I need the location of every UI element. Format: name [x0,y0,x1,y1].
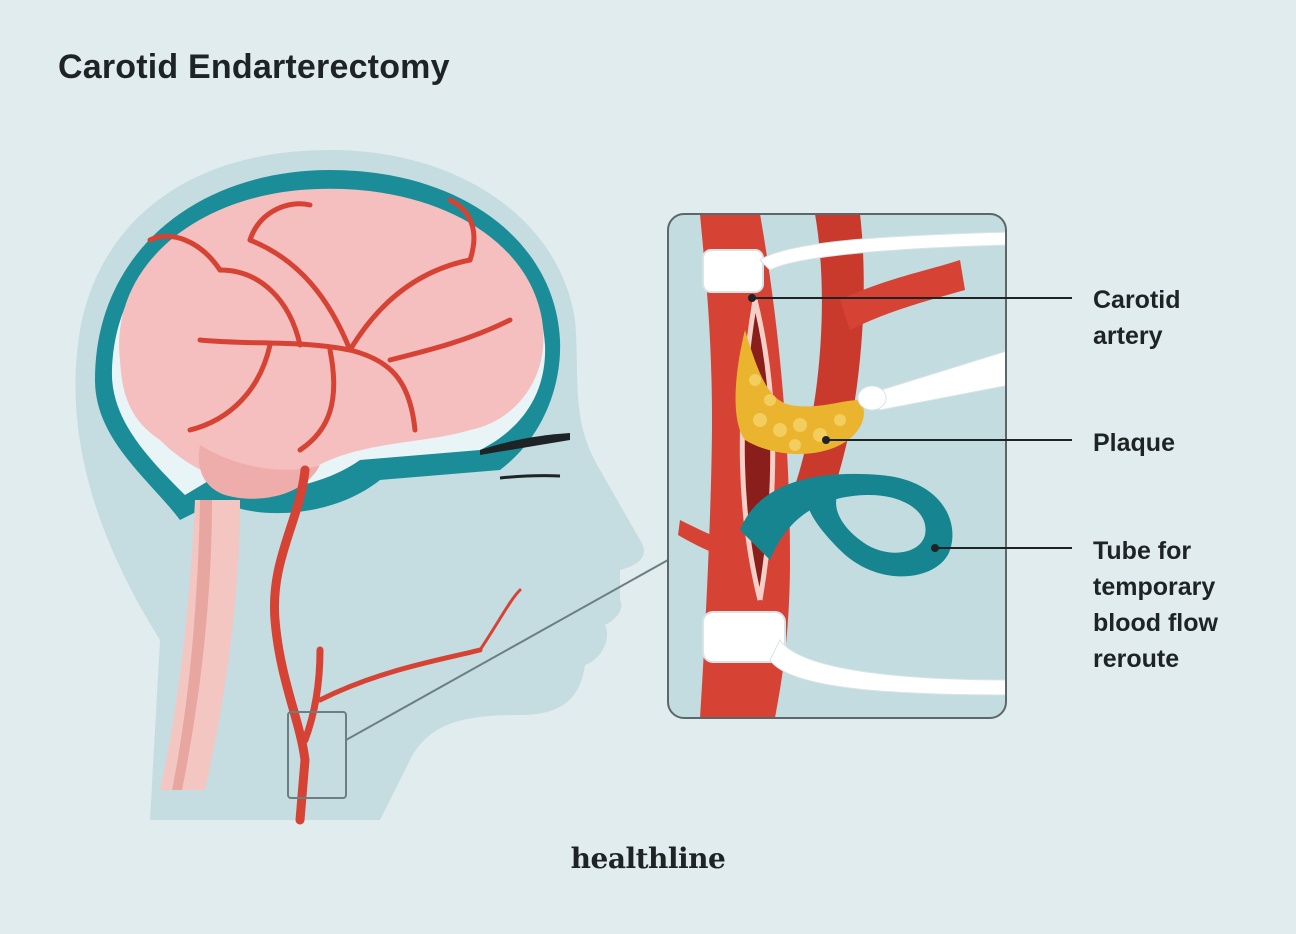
leader-dot-plaque [822,436,830,444]
leader-dot-tube [931,544,939,552]
brain-arteries [147,197,513,453]
cerebellum [198,445,320,499]
inset-tube [740,473,953,577]
inset-plaque [735,330,864,455]
brain [119,188,544,485]
label-carotid-artery: Carotid artery [1093,286,1181,350]
top-clamp [702,249,764,293]
healthline-logo: healthline [570,842,726,875]
leader-dot-artery [748,294,756,302]
label-plaque: Plaque [1093,429,1175,457]
diagram-title: Carotid Endarterectomy [58,48,450,86]
label-tube: Tube for temporary blood flow reroute [1093,537,1218,673]
neck-carotid [269,465,310,825]
inset-panel [668,214,1006,718]
zoom-connector [345,559,669,741]
eye [480,433,570,455]
leader-lines [752,297,1072,549]
zoom-box [287,711,347,799]
bottom-clamp [702,611,786,663]
